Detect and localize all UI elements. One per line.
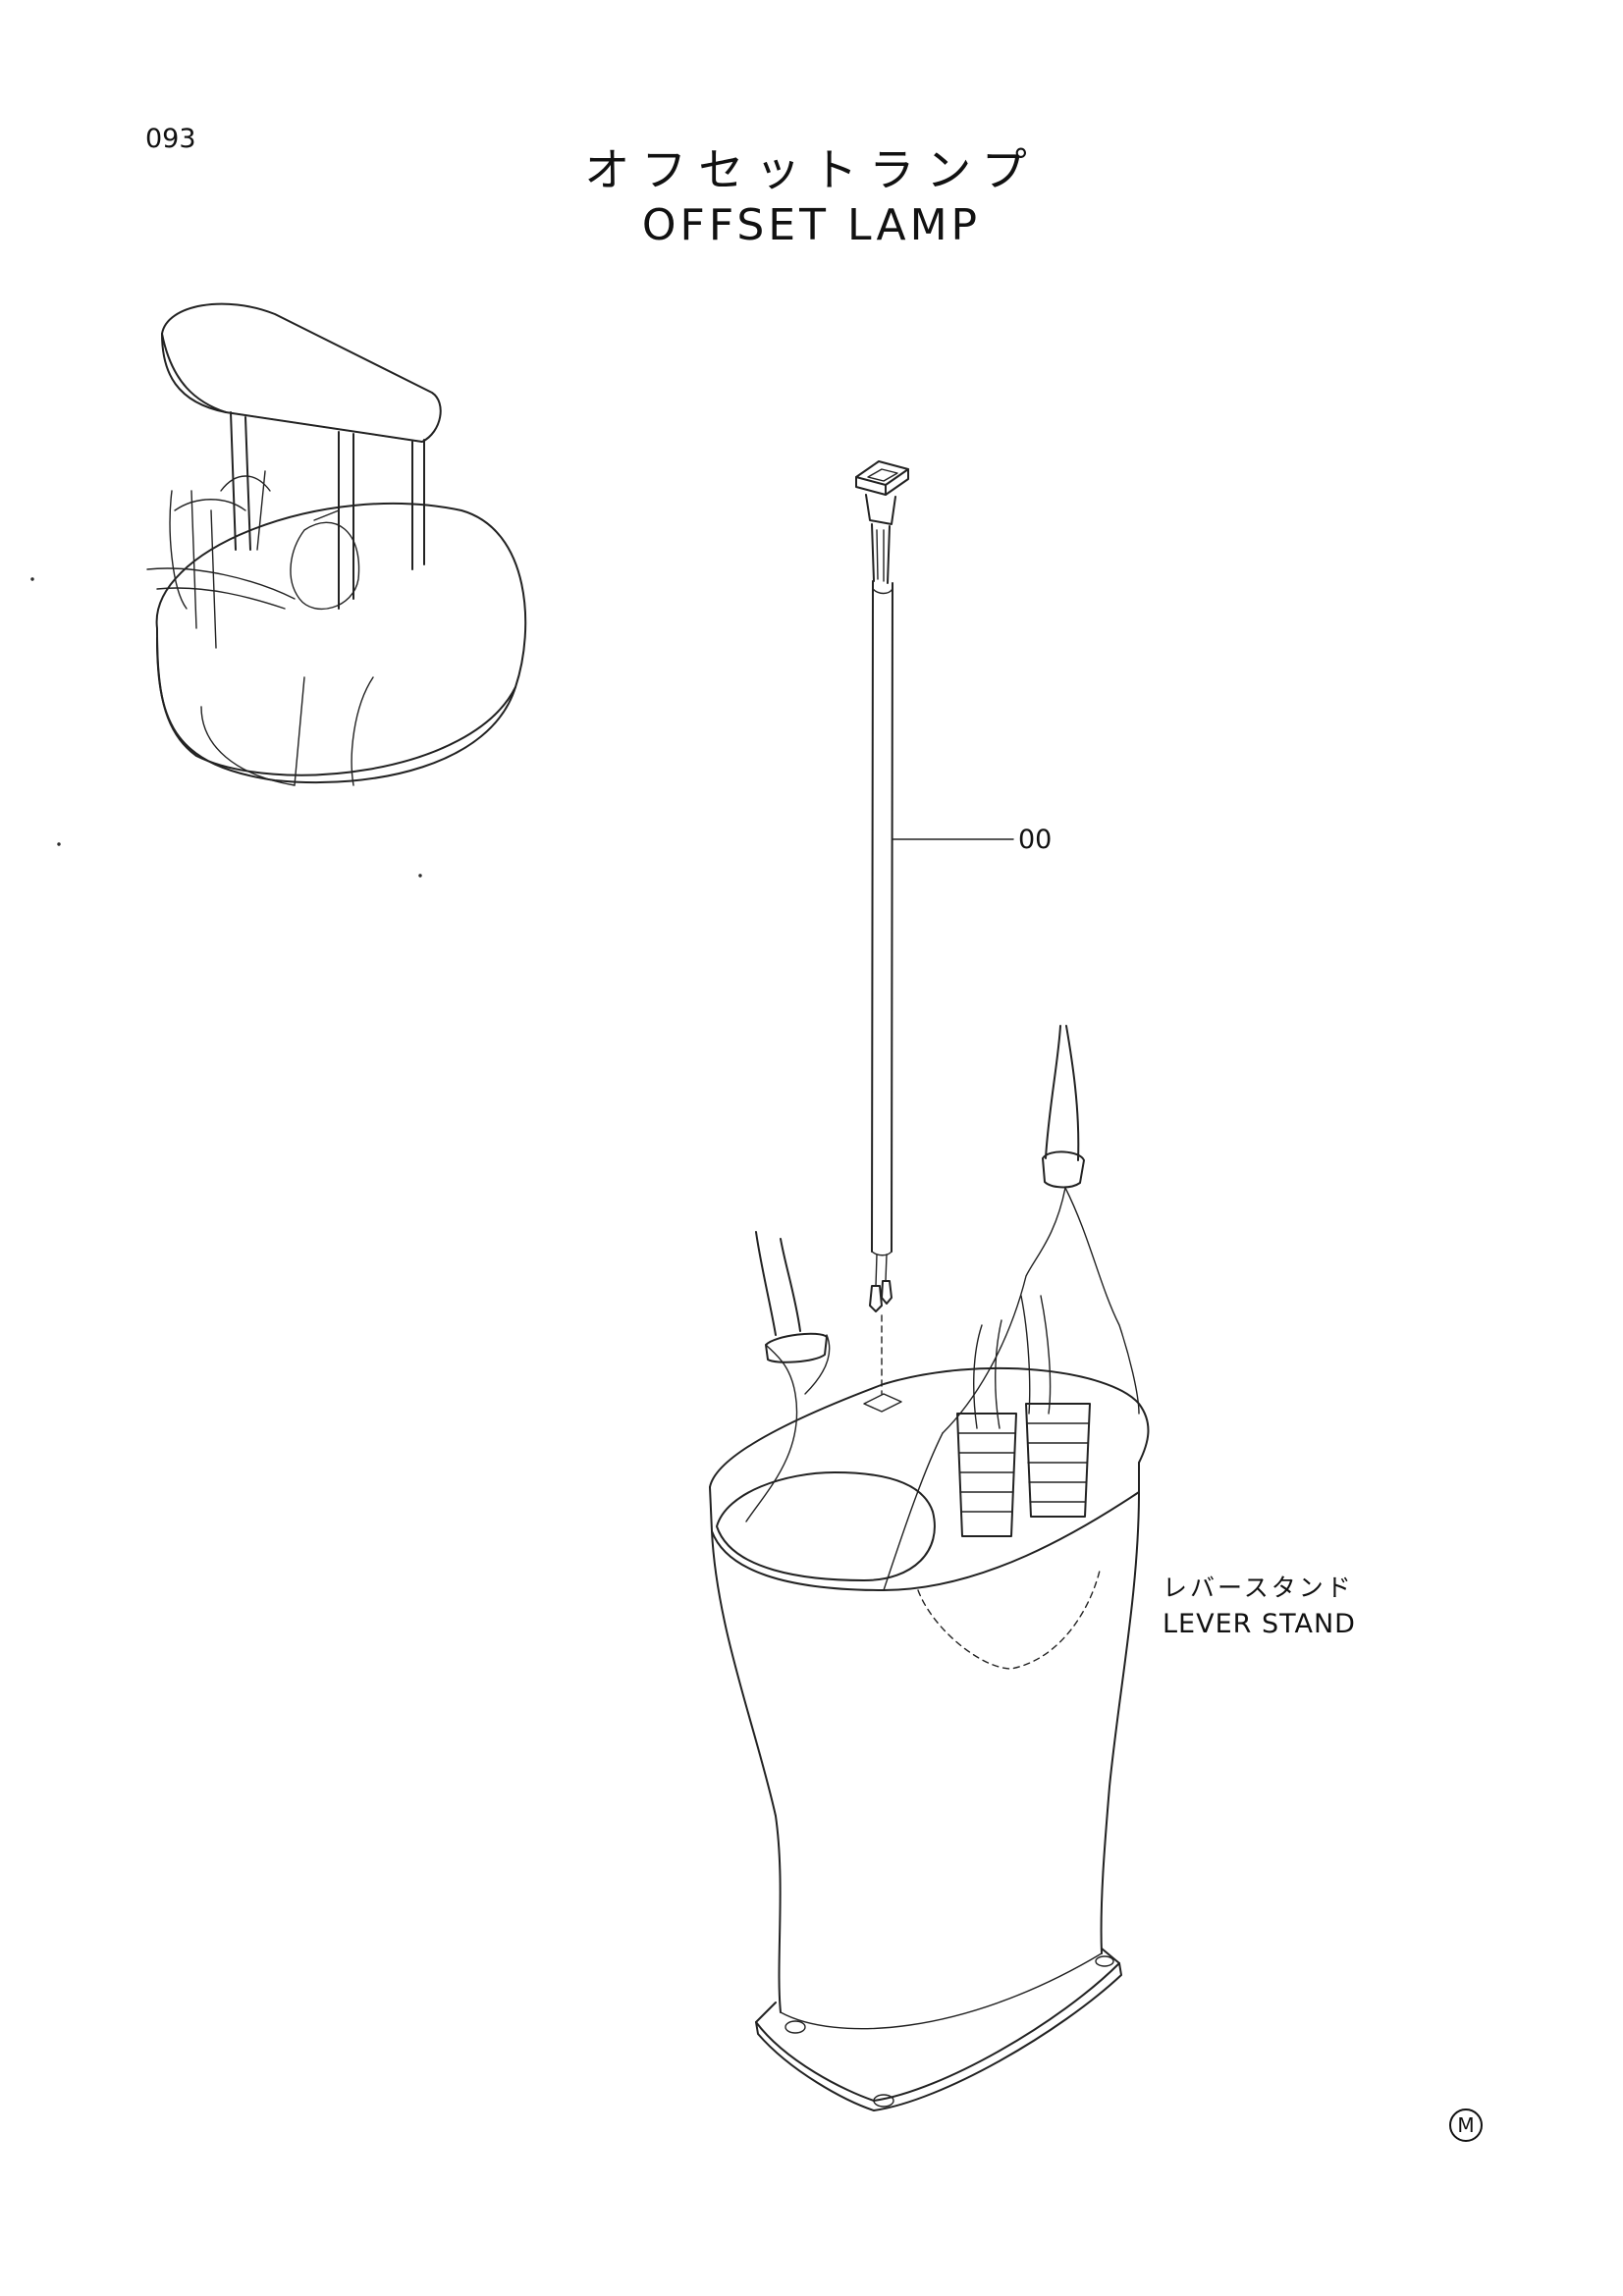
lamp-harness-icon [855,460,1014,1395]
lever-stand-icon [709,1025,1150,2111]
part-callout-00: 00 [1018,825,1053,855]
page-number: 093 [145,124,196,154]
title-japanese: オフセットランプ [584,143,1039,196]
excavator-overview-icon [146,302,527,786]
lever-stand-label-english: LEVER STAND [1163,1609,1356,1639]
title-english: OFFSET LAMP [641,200,982,250]
lever-stand-label-japanese: レバースタンド [1163,1574,1354,1602]
circled-m-mark: M [1449,2109,1483,2142]
